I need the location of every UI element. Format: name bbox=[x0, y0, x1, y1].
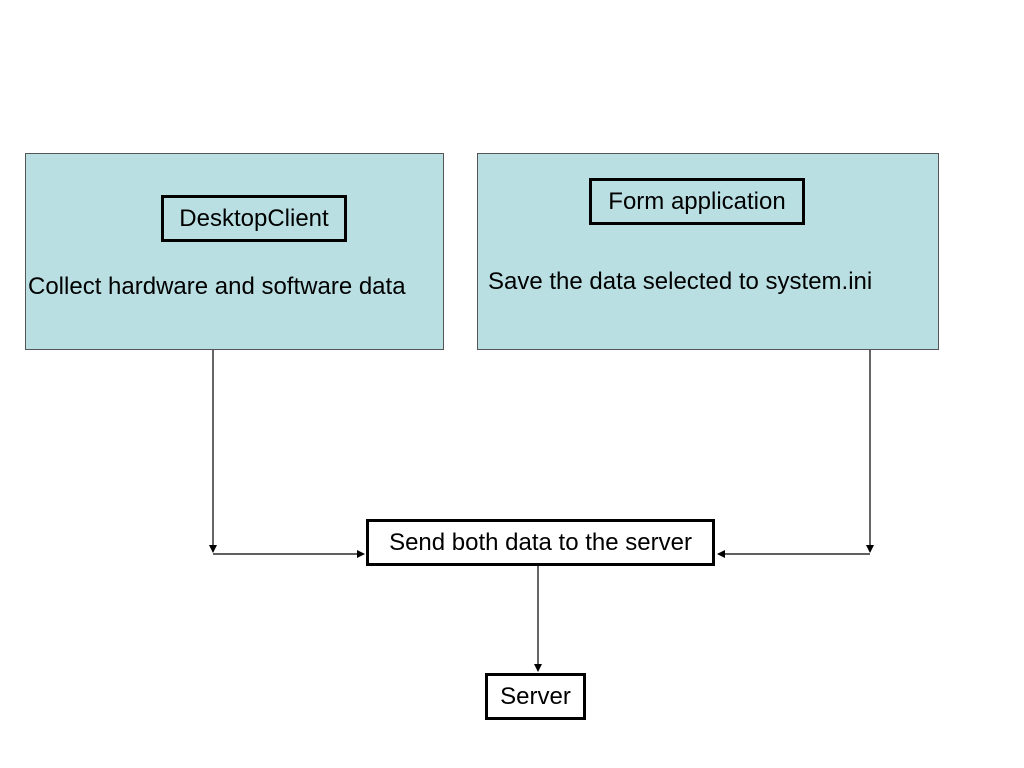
form-application-title: Form application bbox=[589, 178, 805, 225]
desktop-client-panel bbox=[25, 153, 444, 350]
server-box: Server bbox=[485, 673, 586, 720]
form-application-description: Save the data selected to system.ini bbox=[488, 268, 873, 295]
form-application-panel bbox=[477, 153, 939, 350]
desktop-client-title: DesktopClient bbox=[161, 195, 347, 242]
desktop-client-description: Collect hardware and software data bbox=[28, 273, 406, 300]
send-to-server-box: Send both data to the server bbox=[366, 519, 715, 566]
